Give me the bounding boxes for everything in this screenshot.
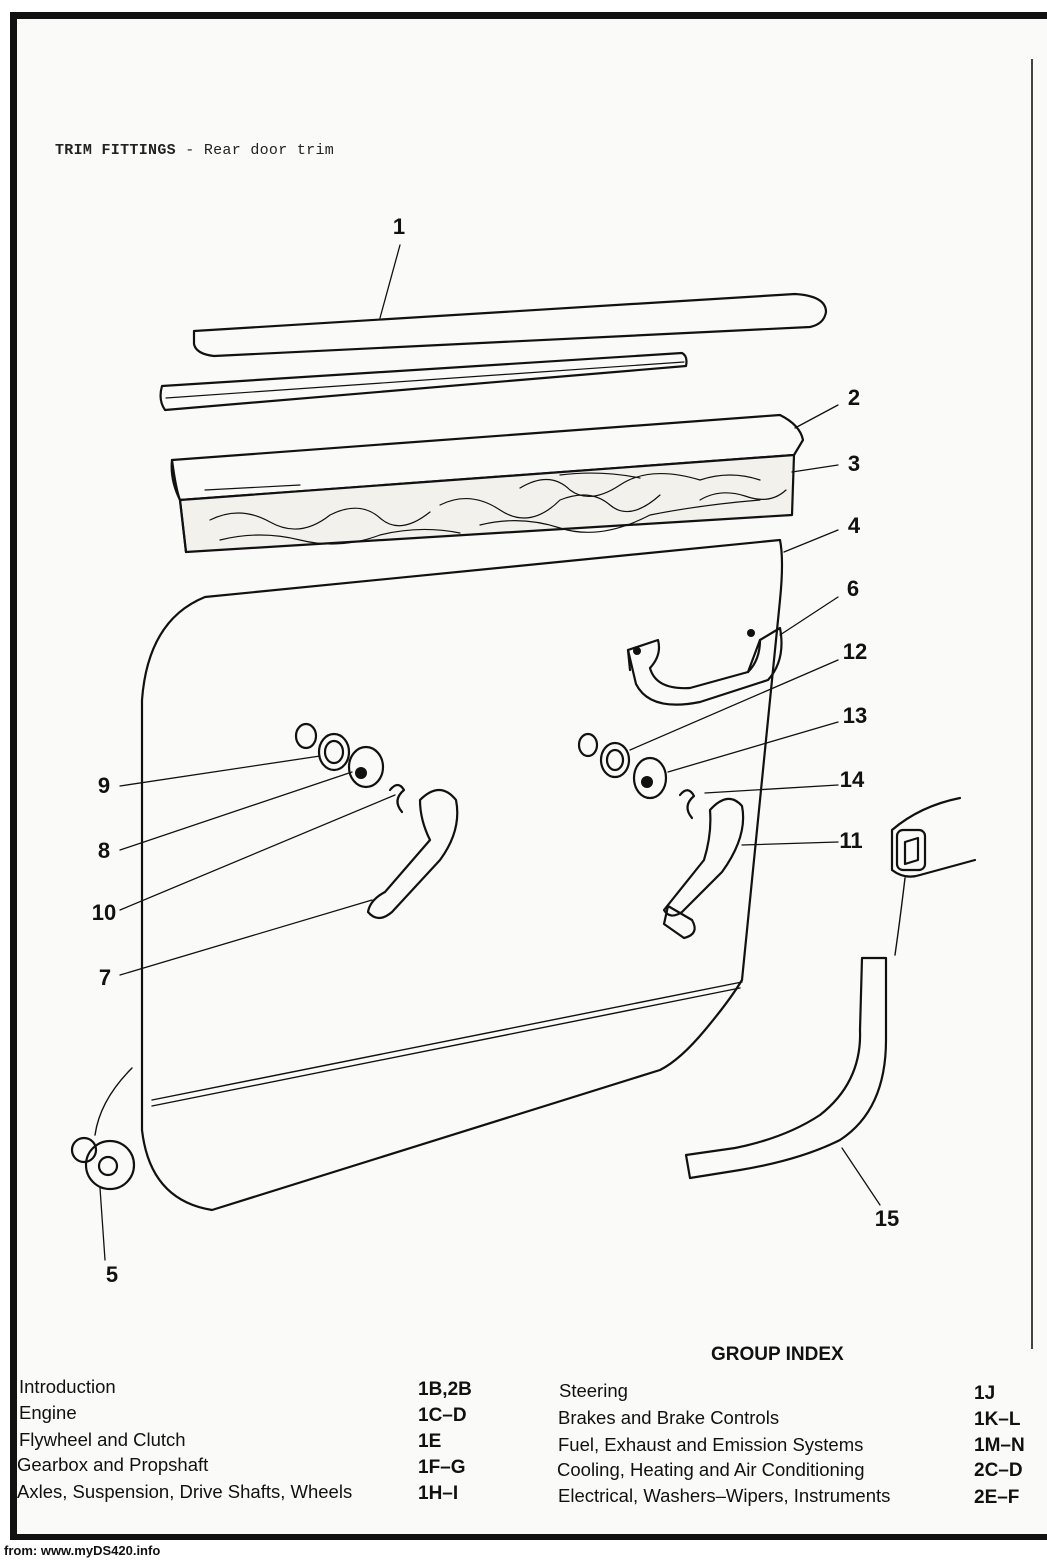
page-title-bold: TRIM FITTINGS xyxy=(55,142,176,159)
part-capping-strip xyxy=(192,292,828,358)
part-door-trim-panel xyxy=(140,538,784,1212)
index-code-introduction[interactable]: 1B,2B xyxy=(418,1379,472,1400)
callout-8: 8 xyxy=(97,838,111,863)
callout-6: 6 xyxy=(846,576,860,601)
index-link-axles-suspension[interactable]: Axles, Suspension, Drive Shafts, Wheels xyxy=(17,1481,353,1502)
callout-9: 9 xyxy=(97,773,111,798)
index-link-fuel-exhaust[interactable]: Fuel, Exhaust and Emission Systems xyxy=(558,1434,864,1455)
index-code-engine[interactable]: 1C–D xyxy=(418,1405,467,1426)
part-pull-handle xyxy=(626,626,783,706)
part-trim-clip xyxy=(70,1067,136,1191)
index-code-brakes[interactable]: 1K–L xyxy=(974,1409,1021,1430)
index-link-gearbox-propshaft[interactable]: Gearbox and Propshaft xyxy=(17,1454,209,1475)
index-link-introduction[interactable]: Introduction xyxy=(19,1376,116,1397)
index-code-electrical[interactable]: 2E–F xyxy=(974,1487,1020,1508)
part-seal-channel xyxy=(684,796,977,1180)
wood-grain xyxy=(204,472,787,545)
callout-13: 13 xyxy=(842,703,868,728)
page-title: TRIM FITTINGS - Rear door trim xyxy=(55,142,334,159)
group-index-title: GROUP INDEX xyxy=(711,1344,844,1365)
callout-11: 11 xyxy=(839,828,863,853)
index-code-steering[interactable]: 1J xyxy=(974,1383,996,1404)
adjacent-page-edge xyxy=(1031,59,1047,1349)
index-code-fuel-exhaust[interactable]: 1M–N xyxy=(974,1435,1025,1456)
page-title-rest: - Rear door trim xyxy=(175,142,335,159)
index-code-gearbox-propshaft[interactable]: 1F–G xyxy=(418,1457,466,1478)
index-link-engine[interactable]: Engine xyxy=(19,1402,77,1423)
right-winder-assembly xyxy=(577,732,745,940)
callout-7: 7 xyxy=(98,965,112,990)
callout-15: 15 xyxy=(874,1206,900,1231)
callout-4: 4 xyxy=(847,513,861,538)
leader-lines xyxy=(99,244,881,1261)
index-code-axles-suspension[interactable]: 1H–I xyxy=(418,1483,459,1504)
index-link-flywheel-clutch[interactable]: Flywheel and Clutch xyxy=(19,1429,186,1450)
callout-14: 14 xyxy=(839,767,865,792)
callout-2: 2 xyxy=(847,385,861,410)
callout-10: 10 xyxy=(91,900,117,925)
callout-5: 5 xyxy=(105,1262,119,1287)
left-handle-assembly xyxy=(294,722,459,920)
index-link-cooling-heating[interactable]: Cooling, Heating and Air Conditioning xyxy=(557,1459,865,1480)
callout-12: 12 xyxy=(842,639,868,664)
callout-1: 1 xyxy=(392,214,406,239)
index-link-brakes[interactable]: Brakes and Brake Controls xyxy=(558,1407,780,1428)
source-footer: from: www.myDS420.info xyxy=(4,1543,161,1558)
index-code-flywheel-clutch[interactable]: 1E xyxy=(418,1431,442,1452)
part-waist-seal xyxy=(159,351,688,412)
part-wood-fillet xyxy=(170,413,805,502)
index-code-cooling-heating[interactable]: 2C–D xyxy=(974,1460,1023,1481)
index-link-electrical[interactable]: Electrical, Washers–Wipers, Instruments xyxy=(558,1485,891,1506)
index-link-steering[interactable]: Steering xyxy=(559,1380,628,1401)
callout-3: 3 xyxy=(847,451,861,476)
